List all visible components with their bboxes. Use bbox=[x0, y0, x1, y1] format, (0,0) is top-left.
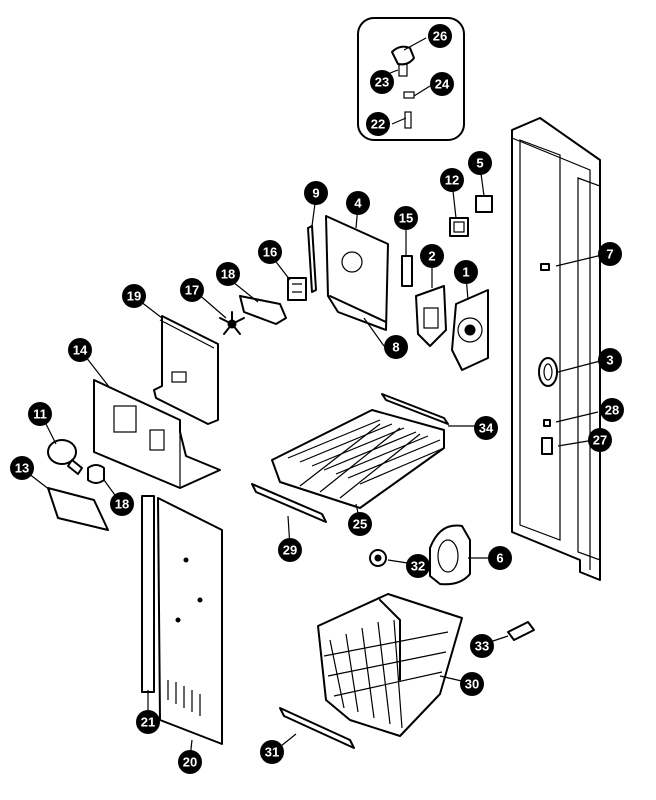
roller bbox=[369, 549, 387, 567]
svg-text:18: 18 bbox=[115, 497, 129, 512]
callout-33: 33 bbox=[470, 634, 494, 658]
fan-bracket bbox=[239, 295, 287, 325]
callout-17: 17 bbox=[180, 278, 204, 302]
callout-4: 4 bbox=[346, 191, 370, 215]
side-trim bbox=[141, 495, 155, 693]
callout-27: 27 bbox=[588, 428, 612, 452]
shelf-rail-rear bbox=[381, 393, 449, 425]
svg-text:20: 20 bbox=[183, 755, 197, 770]
svg-text:34: 34 bbox=[479, 421, 494, 436]
svg-text:1: 1 bbox=[462, 265, 469, 280]
callout-2: 2 bbox=[420, 244, 444, 268]
fan-blade bbox=[219, 311, 245, 335]
svg-text:4: 4 bbox=[354, 196, 362, 211]
svg-text:26: 26 bbox=[433, 29, 447, 44]
callout-31: 31 bbox=[260, 740, 284, 764]
svg-text:7: 7 bbox=[606, 247, 613, 262]
lamp-socket bbox=[87, 464, 105, 484]
callout-29: 29 bbox=[278, 538, 302, 562]
callout-22: 22 bbox=[366, 112, 390, 136]
svg-text:23: 23 bbox=[375, 75, 389, 90]
svg-text:13: 13 bbox=[15, 461, 29, 476]
light-shield bbox=[47, 487, 109, 531]
svg-text:33: 33 bbox=[475, 639, 489, 654]
svg-text:17: 17 bbox=[185, 283, 199, 298]
svg-text:16: 16 bbox=[263, 245, 277, 260]
callout-3: 3 bbox=[598, 348, 622, 372]
callout-7: 7 bbox=[598, 242, 622, 266]
shelf-rail-front bbox=[251, 483, 327, 523]
callout-6: 6 bbox=[488, 546, 512, 570]
svg-text:32: 32 bbox=[411, 559, 425, 574]
callout-32: 32 bbox=[406, 554, 430, 578]
callout-12: 12 bbox=[440, 168, 464, 192]
control-switch bbox=[449, 217, 469, 237]
svg-text:27: 27 bbox=[593, 433, 607, 448]
defrost-thermostat bbox=[287, 277, 307, 301]
light-bulb bbox=[47, 439, 83, 475]
basket-rail bbox=[279, 707, 355, 749]
svg-text:25: 25 bbox=[353, 517, 367, 532]
wire-shelf bbox=[271, 409, 445, 509]
fan-motor-grille bbox=[451, 289, 489, 371]
svg-text:8: 8 bbox=[392, 340, 399, 355]
callout-24: 24 bbox=[430, 72, 454, 96]
callout-21: 21 bbox=[136, 710, 160, 734]
evaporator-panel bbox=[325, 215, 389, 331]
callout-30: 30 bbox=[460, 672, 484, 696]
callout-8: 8 bbox=[384, 335, 408, 359]
svg-text:19: 19 bbox=[127, 289, 141, 304]
damper-housing bbox=[415, 285, 447, 347]
freezer-basket bbox=[317, 593, 463, 737]
callout-25: 25 bbox=[348, 512, 372, 536]
svg-text:28: 28 bbox=[605, 403, 619, 418]
svg-text:30: 30 bbox=[465, 677, 479, 692]
control-housing bbox=[93, 379, 221, 489]
callout-34: 34 bbox=[474, 416, 498, 440]
svg-text:18: 18 bbox=[221, 267, 235, 282]
svg-text:29: 29 bbox=[283, 543, 297, 558]
callout-9: 9 bbox=[304, 181, 328, 205]
svg-text:12: 12 bbox=[445, 173, 459, 188]
inset-box bbox=[357, 17, 465, 141]
svg-text:5: 5 bbox=[476, 156, 483, 171]
callout-16: 16 bbox=[258, 240, 282, 264]
svg-text:24: 24 bbox=[435, 77, 450, 92]
wire-clip bbox=[401, 255, 413, 287]
callout-26: 26 bbox=[428, 24, 452, 48]
callout-18-upper: 18 bbox=[216, 262, 240, 286]
svg-text:11: 11 bbox=[33, 407, 47, 422]
callout-14: 14 bbox=[68, 338, 92, 362]
callout-15: 15 bbox=[394, 206, 418, 230]
rear-panel bbox=[157, 497, 223, 745]
callout-5: 5 bbox=[468, 151, 492, 175]
svg-text:2: 2 bbox=[428, 249, 435, 264]
callout-11: 11 bbox=[28, 402, 52, 426]
connector bbox=[507, 621, 535, 641]
rocker-switch bbox=[475, 195, 493, 213]
svg-text:21: 21 bbox=[141, 715, 155, 730]
evaporator-cover bbox=[153, 315, 219, 425]
svg-text:3: 3 bbox=[606, 353, 613, 368]
callout-28: 28 bbox=[600, 398, 624, 422]
svg-text:31: 31 bbox=[265, 745, 279, 760]
cabinet-wall bbox=[511, 117, 601, 581]
callout-19: 19 bbox=[122, 284, 146, 308]
svg-text:15: 15 bbox=[399, 211, 413, 226]
svg-text:22: 22 bbox=[371, 117, 385, 132]
leader-lines bbox=[23, 37, 607, 759]
callout-18-lower: 18 bbox=[110, 492, 134, 516]
ice-chute-cover bbox=[429, 524, 471, 586]
callout-23: 23 bbox=[370, 70, 394, 94]
svg-text:14: 14 bbox=[73, 343, 88, 358]
callout-1: 1 bbox=[454, 260, 478, 284]
callout-20: 20 bbox=[178, 750, 202, 774]
callout-13: 13 bbox=[10, 456, 34, 480]
svg-text:9: 9 bbox=[312, 186, 319, 201]
heater-terminal bbox=[307, 225, 317, 293]
callouts: 1 2 3 4 5 6 7 8 9 11 12 13 14 15 16 17 1… bbox=[10, 24, 624, 774]
svg-text:6: 6 bbox=[496, 551, 503, 566]
